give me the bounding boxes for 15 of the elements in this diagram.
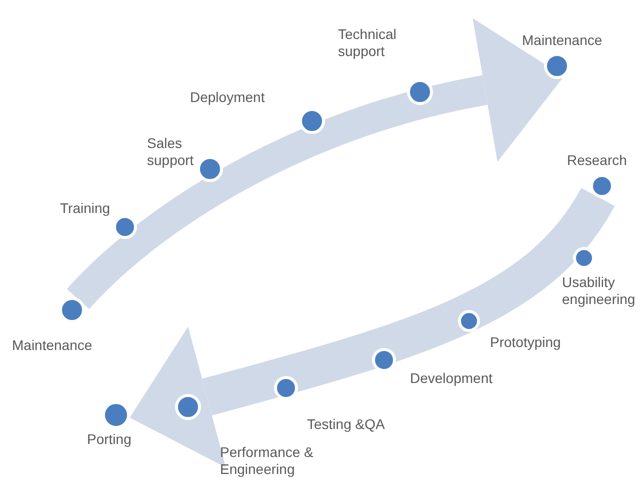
- stage-label: Testing &QA: [307, 416, 385, 433]
- stage-label: Deployment: [190, 89, 265, 106]
- stage-label: Maintenance: [12, 337, 92, 354]
- stage-label: Technical support: [338, 26, 398, 60]
- curved-arrow: [130, 187, 614, 468]
- stage-label: Training: [60, 200, 110, 217]
- stage-label: Usability engineering: [562, 274, 636, 308]
- stage-label: Maintenance: [522, 32, 602, 49]
- stage-label: Research: [567, 152, 627, 169]
- stage-label: Development: [410, 370, 492, 387]
- stage-label: Performance & Engineering: [220, 444, 314, 478]
- stage-label: Sales support: [147, 135, 195, 169]
- stage-label: Porting: [87, 431, 132, 448]
- curved-arrow: [67, 18, 564, 310]
- stage-label: Prototyping: [490, 334, 561, 351]
